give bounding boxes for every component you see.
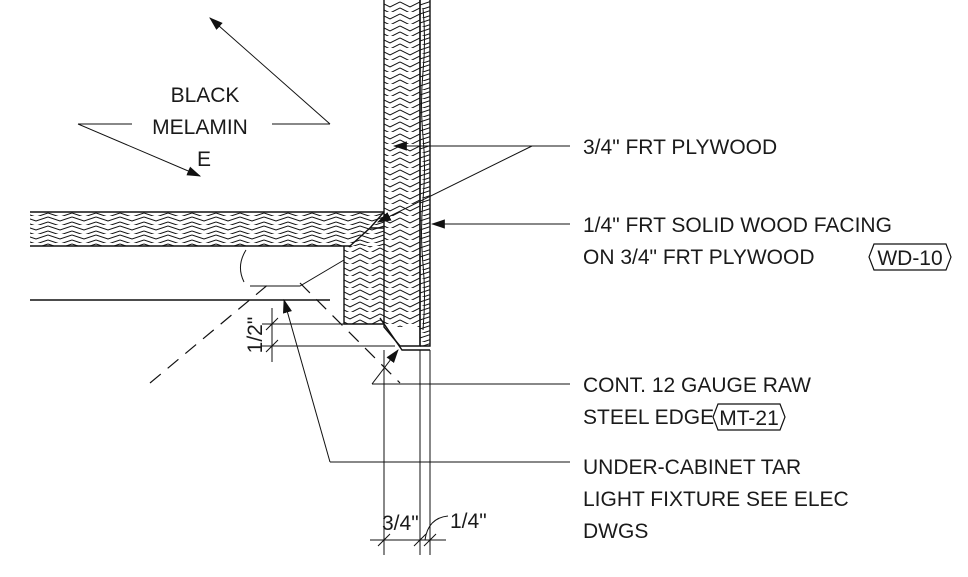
black-melamine-line-3: E [197, 148, 211, 171]
callout-black-melamine: BLACK MELAMIN E [77, 17, 331, 177]
dimension-half-inch-label: 1/2" [244, 317, 267, 354]
steel-edge-tag-box [712, 403, 786, 431]
steel-edge-tag: MT-21 [719, 407, 779, 430]
dimension-plywood-width-label: 3/4" [382, 512, 419, 535]
light-fixture-outline [30, 249, 401, 384]
wood-facing-line-2: ON 3/4" FRT PLYWOOD [583, 246, 815, 269]
light-fixture-line-2: LIGHT FIXTURE SEE ELEC [583, 488, 849, 511]
callout-frt-plywood: 3/4" FRT PLYWOOD [376, 136, 777, 223]
dimension-facing-width-label: 1/4" [450, 510, 487, 533]
callout-wood-facing: 1/4" FRT SOLID WOOD FACING ON 3/4" FRT P… [430, 214, 952, 271]
blocking-under-shelf [343, 227, 384, 325]
callout-steel-edge: CONT. 12 GAUGE RAW STEEL EDGE MT-21 [371, 349, 811, 431]
steel-edge-line-2: STEEL EDGE [583, 406, 714, 429]
black-melamine-line-2: MELAMIN [152, 116, 248, 139]
light-fixture-line-3: DWGS [583, 520, 648, 543]
horizontal-shelf [30, 211, 385, 247]
solid-wood-facing [419, 0, 431, 347]
light-fixture-line-1: UNDER-CABINET TAR [583, 456, 801, 479]
dimension-bottom: 3/4" 1/4" [370, 510, 487, 547]
dimension-half-inch: 1/2" [244, 308, 279, 362]
wood-facing-tag-box [868, 243, 952, 271]
vertical-plywood-panel [383, 0, 421, 347]
steel-edge-line-1: CONT. 12 GAUGE RAW [583, 374, 811, 397]
wood-facing-tag: WD-10 [877, 247, 942, 270]
callout-light-fixture: UNDER-CABINET TAR LIGHT FIXTURE SEE ELEC… [283, 298, 849, 543]
wood-facing-line-1: 1/4" FRT SOLID WOOD FACING [583, 214, 892, 237]
black-melamine-line-1: BLACK [171, 84, 240, 107]
steel-edge-angle [379, 317, 430, 351]
frt-plywood-label: 3/4" FRT PLYWOOD [583, 136, 777, 159]
